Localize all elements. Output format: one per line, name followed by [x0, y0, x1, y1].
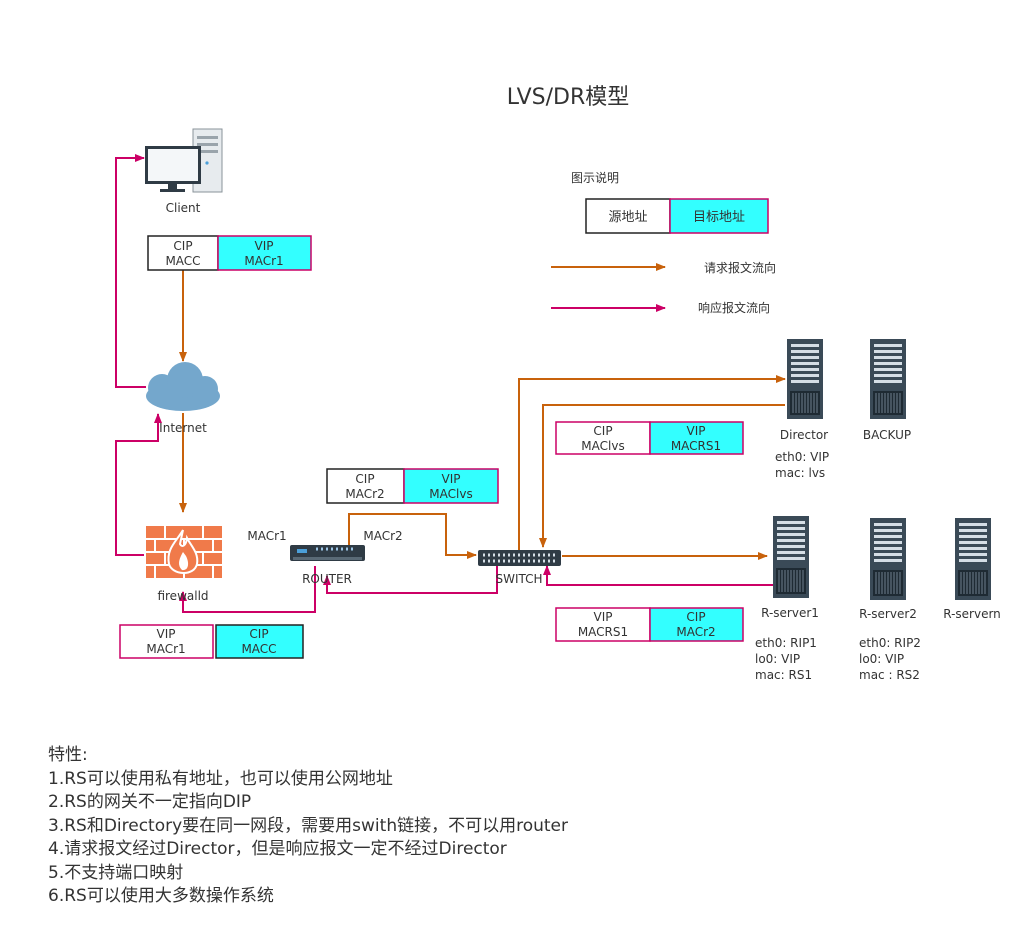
- packet-response-rs1-src-1: VIP: [594, 610, 613, 624]
- rs2-info-1: eth0: RIP2: [859, 636, 921, 650]
- packet-response-rs1-dst-2: MACr2: [676, 625, 715, 639]
- packet-response-firewall: VIP MACr1 CIP MACC: [119, 624, 304, 659]
- response-flow: [115, 154, 775, 613]
- rs2-info-2: lo0: VIP: [859, 652, 904, 666]
- response-firewall-internet: [115, 413, 162, 556]
- feature-item: 5.不支持端口映射: [48, 862, 184, 883]
- firewall-label: firewalld: [157, 589, 208, 603]
- packet-client-dst-1: VIP: [255, 239, 274, 253]
- packet-director-dst-2: MACRS1: [671, 439, 721, 453]
- rsn-label: R-servern: [943, 607, 1001, 621]
- response-rs1-switch: [543, 565, 775, 586]
- packet-router-dst-2: MAClvs: [429, 487, 472, 501]
- packet-director-dst-1: VIP: [687, 424, 706, 438]
- features-heading: 特性:: [48, 745, 88, 765]
- rs1-info-3: mac: RS1: [755, 668, 812, 682]
- packet-router-dst-1: VIP: [442, 472, 461, 486]
- switch-label: SWITCH: [495, 572, 542, 586]
- router-label: ROUTER: [302, 572, 352, 586]
- packet-response-firewall-dst-1: CIP: [249, 627, 268, 641]
- response-router-firewall: [179, 566, 316, 613]
- diagram-title: LVS/DR模型: [507, 85, 630, 110]
- packet-router-src-2: MACr2: [345, 487, 384, 501]
- packet-router-src-1: CIP: [355, 472, 374, 486]
- director-server-icon: [786, 338, 824, 420]
- firewall-icon: [146, 526, 222, 578]
- packet-response-rs1: VIP MACRS1 CIP MACr2: [555, 607, 744, 642]
- features-notes: 特性: 1.RS可以使用私有地址，也可以使用公网地址 2.RS的网关不一定指向D…: [48, 744, 568, 909]
- request-switch-director: [518, 375, 786, 550]
- client-computer-icon: [145, 128, 223, 193]
- rs1-info-1: eth0: RIP1: [755, 636, 817, 650]
- packet-client-src-1: CIP: [173, 239, 192, 253]
- director-label: Director: [780, 428, 828, 442]
- feature-item: 1.RS可以使用私有地址，也可以使用公网地址: [48, 768, 393, 789]
- packet-response-rs1-dst-1: CIP: [686, 610, 705, 624]
- director-info-1: eth0: VIP: [775, 450, 829, 464]
- packet-client: CIP MACC VIP MACr1: [147, 235, 312, 271]
- internet-cloud-icon: [146, 362, 220, 411]
- rs1-server-icon: [772, 515, 810, 599]
- packet-router: CIP MACr2 VIP MAClvs: [326, 468, 499, 504]
- legend-dest-label: 目标地址: [693, 210, 745, 225]
- backup-label: BACKUP: [863, 428, 911, 442]
- request-router-switch: [348, 513, 477, 559]
- legend-dest-box: [669, 198, 769, 234]
- router-icon: [290, 545, 365, 561]
- rs2-server-icon: [869, 517, 907, 601]
- feature-item: 2.RS的网关不一定指向DIP: [48, 792, 252, 812]
- packet-response-firewall-dst-2: MACC: [241, 642, 276, 656]
- rsn-server-icon: [954, 517, 992, 601]
- request-flow: [179, 268, 786, 560]
- feature-item: 3.RS和Directory要在同一网段，需要用swith链接，不可以用rout…: [48, 815, 569, 836]
- rs2-label: R-server2: [859, 607, 917, 621]
- packet-director: CIP MAClvs VIP MACRS1: [555, 421, 744, 455]
- packet-response-rs1-src-2: MACRS1: [578, 625, 628, 639]
- client-label: Client: [166, 201, 201, 215]
- legend-source-label: 源地址: [608, 210, 647, 225]
- request-director-switch: [539, 404, 785, 548]
- response-switch-router: [323, 566, 498, 594]
- rs1-label: R-server1: [761, 606, 819, 620]
- packet-director-src-1: CIP: [593, 424, 612, 438]
- feature-item: 4.请求报文经过Director，但是响应报文一定不经过Director: [48, 839, 507, 859]
- router-mac-right: MACr2: [363, 529, 402, 543]
- legend-heading: 图示说明: [571, 170, 619, 185]
- legend-source-box: [585, 198, 671, 234]
- internet-label: Internet: [159, 421, 207, 435]
- legend-response-label: 响应报文流向: [698, 300, 770, 315]
- rs1-info-2: lo0: VIP: [755, 652, 800, 666]
- packet-client-src-2: MACC: [165, 254, 200, 268]
- packet-director-src-2: MAClvs: [581, 439, 624, 453]
- packet-response-firewall-src-2: MACr1: [146, 642, 185, 656]
- packet-response-firewall-src-1: VIP: [157, 627, 176, 641]
- legend-request-label: 请求报文流向: [704, 260, 776, 275]
- director-info-2: mac: lvs: [775, 466, 825, 480]
- switch-icon: [478, 550, 561, 566]
- backup-server-icon: [869, 338, 907, 420]
- rs2-info-3: mac : RS2: [859, 668, 920, 682]
- packet-client-dst-2: MACr1: [244, 254, 283, 268]
- response-internet-client: [115, 154, 146, 388]
- feature-item: 6.RS可以使用大多数操作系统: [48, 886, 274, 906]
- router-mac-left: MACr1: [247, 529, 286, 543]
